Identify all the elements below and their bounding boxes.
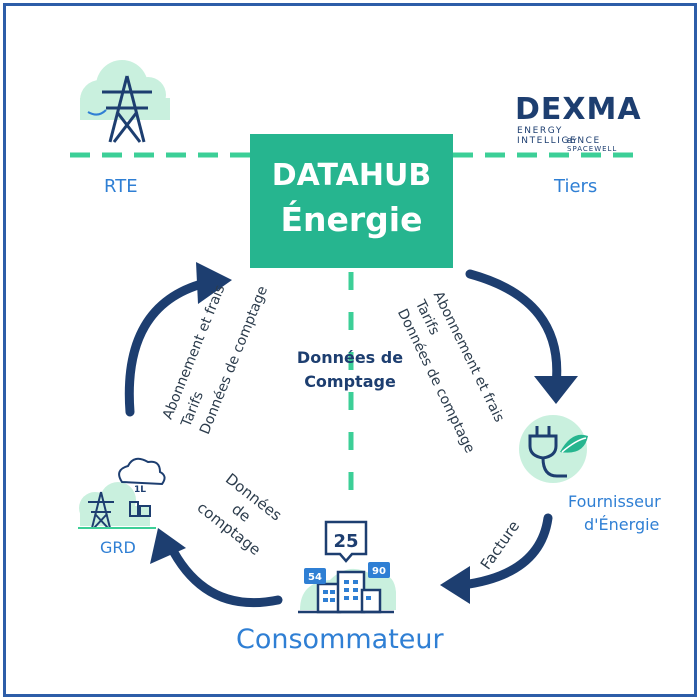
- fournisseur-label-line2: d'Énergie: [584, 515, 660, 534]
- dexma-logo-name: DEXMA: [515, 92, 642, 127]
- outer-border: [3, 3, 697, 697]
- arrow-grd: [165, 540, 283, 608]
- arrowhead-grd: [150, 528, 186, 564]
- fournisseur-label-line1: Fournisseur: [568, 492, 661, 511]
- flow-arrows: [124, 269, 562, 608]
- arrow-facture: [457, 513, 553, 590]
- plug-leaf-icon: [519, 415, 588, 483]
- arrow-heads: [150, 262, 578, 604]
- center-label-line1: Données de: [296, 348, 404, 367]
- grd-cloud-pylon-icon: [78, 457, 166, 529]
- badge-main-bubble: [324, 520, 368, 563]
- tiers-label: Tiers: [554, 176, 598, 197]
- rte-label: RTE: [104, 176, 138, 197]
- consommateur-label: Consommateur: [236, 624, 444, 655]
- dexma-logo-tagline: ENERGY INTELLIGENCE: [517, 126, 601, 146]
- donnees-comptage-center-label: Données de Comptage: [280, 346, 420, 394]
- datahub-subtitle: Énergie: [280, 200, 423, 239]
- datahub-box: DATAHUB Énergie: [250, 134, 453, 268]
- badge-left-value: 54: [308, 572, 322, 583]
- grd-cloud-label: 1L: [134, 485, 146, 495]
- arrowhead-facture: [440, 566, 470, 604]
- datahub-title: DATAHUB: [271, 158, 432, 193]
- center-label-line2: Comptage: [304, 372, 396, 391]
- badge-left-bubble: [304, 568, 326, 584]
- arrow-left-up: [124, 278, 210, 417]
- arrow-right-down: [465, 269, 562, 390]
- dexma-logo-byline: BY SPACEWELL: [567, 137, 618, 153]
- grd-label: GRD: [100, 538, 136, 557]
- badge-right-value: 90: [372, 566, 386, 577]
- arrowhead-right: [534, 376, 578, 404]
- arrowhead-left: [196, 262, 232, 304]
- consumer-buildings-icon: [298, 520, 396, 614]
- badge-main-value: 25: [333, 531, 358, 552]
- rte-pylon-icon: [80, 60, 170, 143]
- badge-right-bubble: [368, 562, 390, 578]
